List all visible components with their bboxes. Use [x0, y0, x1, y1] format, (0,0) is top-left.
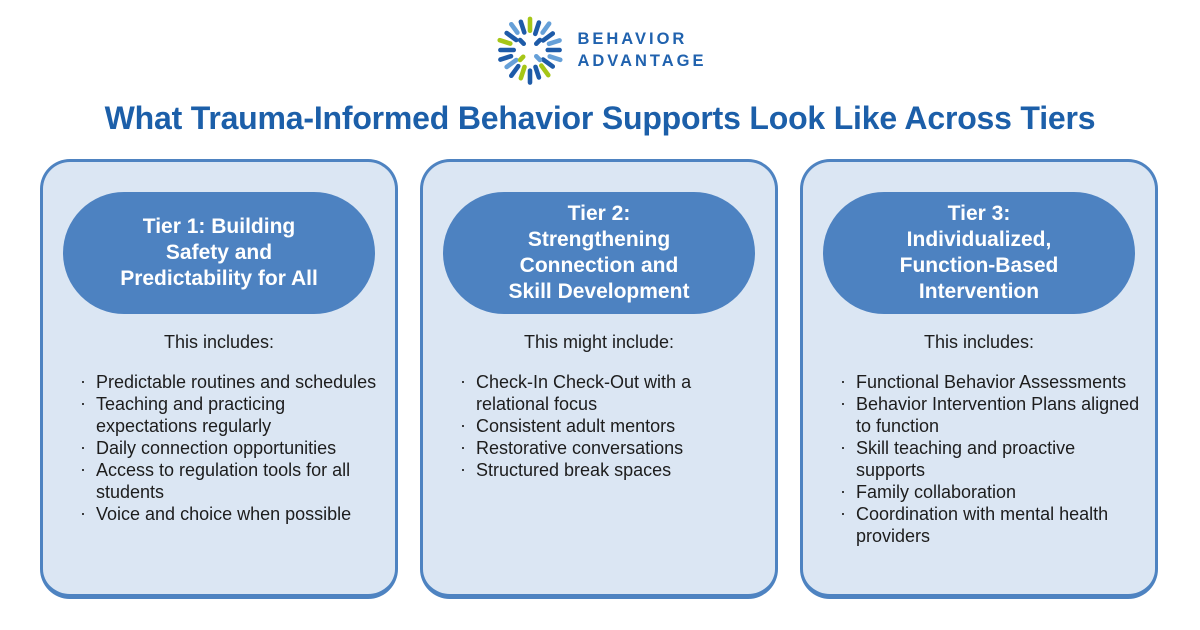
- bullet-item: Access to regulation tools for all stude…: [80, 459, 381, 504]
- page-title: What Trauma-Informed Behavior Supports L…: [104, 100, 1096, 136]
- bullet-item: Structured break spaces: [460, 459, 761, 482]
- bullet-item: Family collaboration: [840, 481, 1141, 504]
- logo-wordmark-line2: ADVANTAGE: [577, 52, 707, 70]
- tier-bullet-list: Predictable routines and schedulesTeachi…: [43, 371, 381, 526]
- bullet-item: Behavior Intervention Plans aligned to f…: [840, 393, 1141, 438]
- tier-header-line: Skill Development: [508, 280, 690, 304]
- logo-wordmark-line1: BEHAVIOR: [577, 29, 688, 48]
- tier-intro: This includes:: [923, 332, 1035, 352]
- starburst-icon: [493, 13, 567, 87]
- tier-bullet-list: Functional Behavior AssessmentsBehavior …: [803, 371, 1141, 548]
- tier-header-line: Function-Based: [899, 254, 1059, 277]
- bullet-item: Teaching and practicing expectations reg…: [80, 393, 381, 438]
- logo: BEHAVIOR ADVANTAGE: [0, 0, 1200, 88]
- logo-wordmark: BEHAVIOR ADVANTAGE: [577, 28, 706, 73]
- tier-intro: This might include:: [523, 332, 675, 352]
- bullet-item: Check-In Check-Out with a relational foc…: [460, 371, 761, 416]
- tier-header-line: Intervention: [918, 280, 1040, 304]
- bullet-item: Voice and choice when possible: [80, 503, 381, 526]
- bullet-item: Skill teaching and proactive supports: [840, 437, 1141, 482]
- tier-header-line: Predictability for All: [120, 267, 318, 291]
- tier-header-line: Tier 1: Building: [142, 214, 296, 238]
- tier-header-line: Safety and: [165, 240, 273, 264]
- bullet-item: Consistent adult mentors: [460, 415, 761, 438]
- tier-header-line: Strengthening: [527, 227, 671, 251]
- bullet-item: Restorative conversations: [460, 437, 761, 460]
- tier-bullet-list: Check-In Check-Out with a relational foc…: [423, 371, 761, 482]
- tier-header-line: Connection and: [519, 254, 679, 277]
- tier-intro: This includes:: [163, 332, 275, 352]
- tier-header-line: Individualized,: [906, 227, 1052, 251]
- bullet-item: Predictable routines and schedules: [80, 371, 381, 394]
- bullet-item: Daily connection opportunities: [80, 437, 381, 460]
- bullet-item: Coordination with mental health provider…: [840, 503, 1141, 548]
- tier-header-line: Tier 2:: [567, 201, 631, 225]
- bullet-item: Functional Behavior Assessments: [840, 371, 1141, 394]
- tier-header-line: Tier 3:: [947, 201, 1011, 225]
